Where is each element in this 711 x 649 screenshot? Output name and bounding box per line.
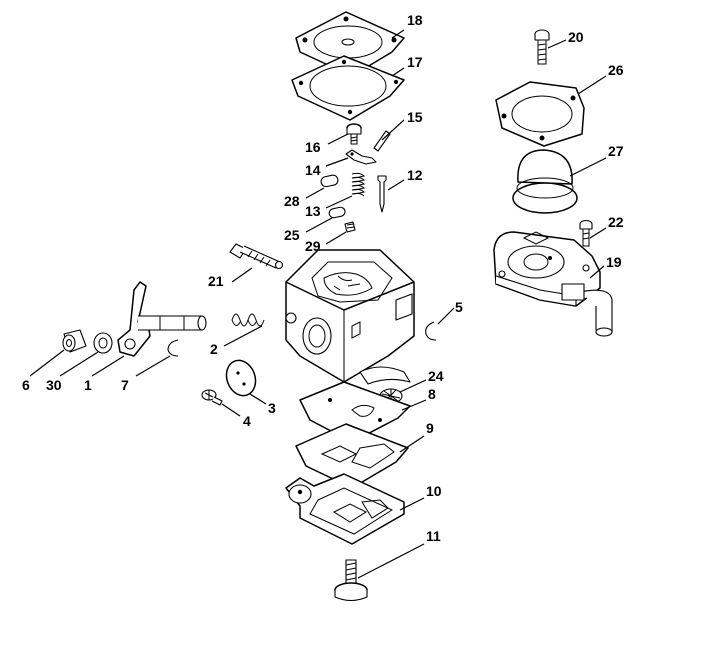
- label-1: 1: [84, 377, 92, 393]
- part-29-screen: [344, 221, 356, 233]
- part-4-screw: [201, 389, 223, 406]
- part-10-cover: [285, 473, 405, 545]
- leader-lines: [29, 29, 607, 579]
- part-8-gasket: [299, 381, 411, 443]
- part-13-spring: [351, 172, 365, 197]
- label-8: 8: [428, 386, 436, 402]
- part-27-primer-bulb: [512, 149, 578, 214]
- label-24: 24: [428, 368, 444, 384]
- part-20-screw: [534, 29, 550, 65]
- part-28-plug: [320, 174, 339, 188]
- part-1-throttle-shaft: [117, 281, 207, 357]
- carburetor-body: [285, 249, 415, 385]
- label-27: 27: [608, 143, 624, 159]
- label-5: 5: [455, 299, 463, 315]
- label-4: 4: [243, 413, 251, 429]
- label-19: 19: [606, 254, 622, 270]
- part-16-screw: [346, 123, 362, 145]
- label-12: 12: [407, 167, 423, 183]
- label-13: 13: [305, 203, 321, 219]
- label-6: 6: [22, 377, 30, 393]
- part-15-pin: [373, 130, 391, 152]
- part-12-needle: [377, 175, 387, 213]
- part-labels: 18 17 15 16 14 12 28 13 25 29 21 2 3 4 5…: [22, 12, 624, 544]
- label-9: 9: [426, 420, 434, 436]
- part-2-spring: [231, 313, 265, 327]
- label-28: 28: [284, 193, 300, 209]
- label-29: 29: [305, 238, 321, 254]
- part-30-washer: [93, 332, 113, 354]
- label-2: 2: [210, 341, 218, 357]
- label-15: 15: [407, 109, 423, 125]
- part-9-gasket: [295, 423, 409, 489]
- part-22-screw: [579, 219, 593, 247]
- label-20: 20: [568, 29, 584, 45]
- part-3-throttle-disc: [225, 359, 257, 397]
- label-21: 21: [208, 273, 224, 289]
- label-16: 16: [305, 139, 321, 155]
- label-11: 11: [426, 528, 441, 544]
- part-17-gasket: [291, 55, 405, 121]
- label-10: 10: [426, 483, 442, 499]
- label-17: 17: [407, 54, 423, 70]
- label-26: 26: [608, 62, 624, 78]
- part-6-bushing: [62, 329, 87, 353]
- label-3: 3: [268, 400, 276, 416]
- label-22: 22: [608, 214, 624, 230]
- part-7-circlip: [167, 339, 179, 357]
- label-14: 14: [305, 162, 321, 178]
- part-14-lever: [345, 149, 377, 165]
- part-5-circlip: [425, 321, 437, 341]
- part-26-gasket: [495, 81, 585, 147]
- label-25: 25: [284, 227, 300, 243]
- part-19-pump-housing: [493, 231, 613, 337]
- label-30: 30: [46, 377, 62, 393]
- part-11-screw: [334, 559, 368, 602]
- part-21-adjusting-screw: [229, 243, 284, 270]
- label-18: 18: [407, 12, 423, 28]
- label-7: 7: [121, 377, 129, 393]
- part-25-plug: [328, 206, 346, 219]
